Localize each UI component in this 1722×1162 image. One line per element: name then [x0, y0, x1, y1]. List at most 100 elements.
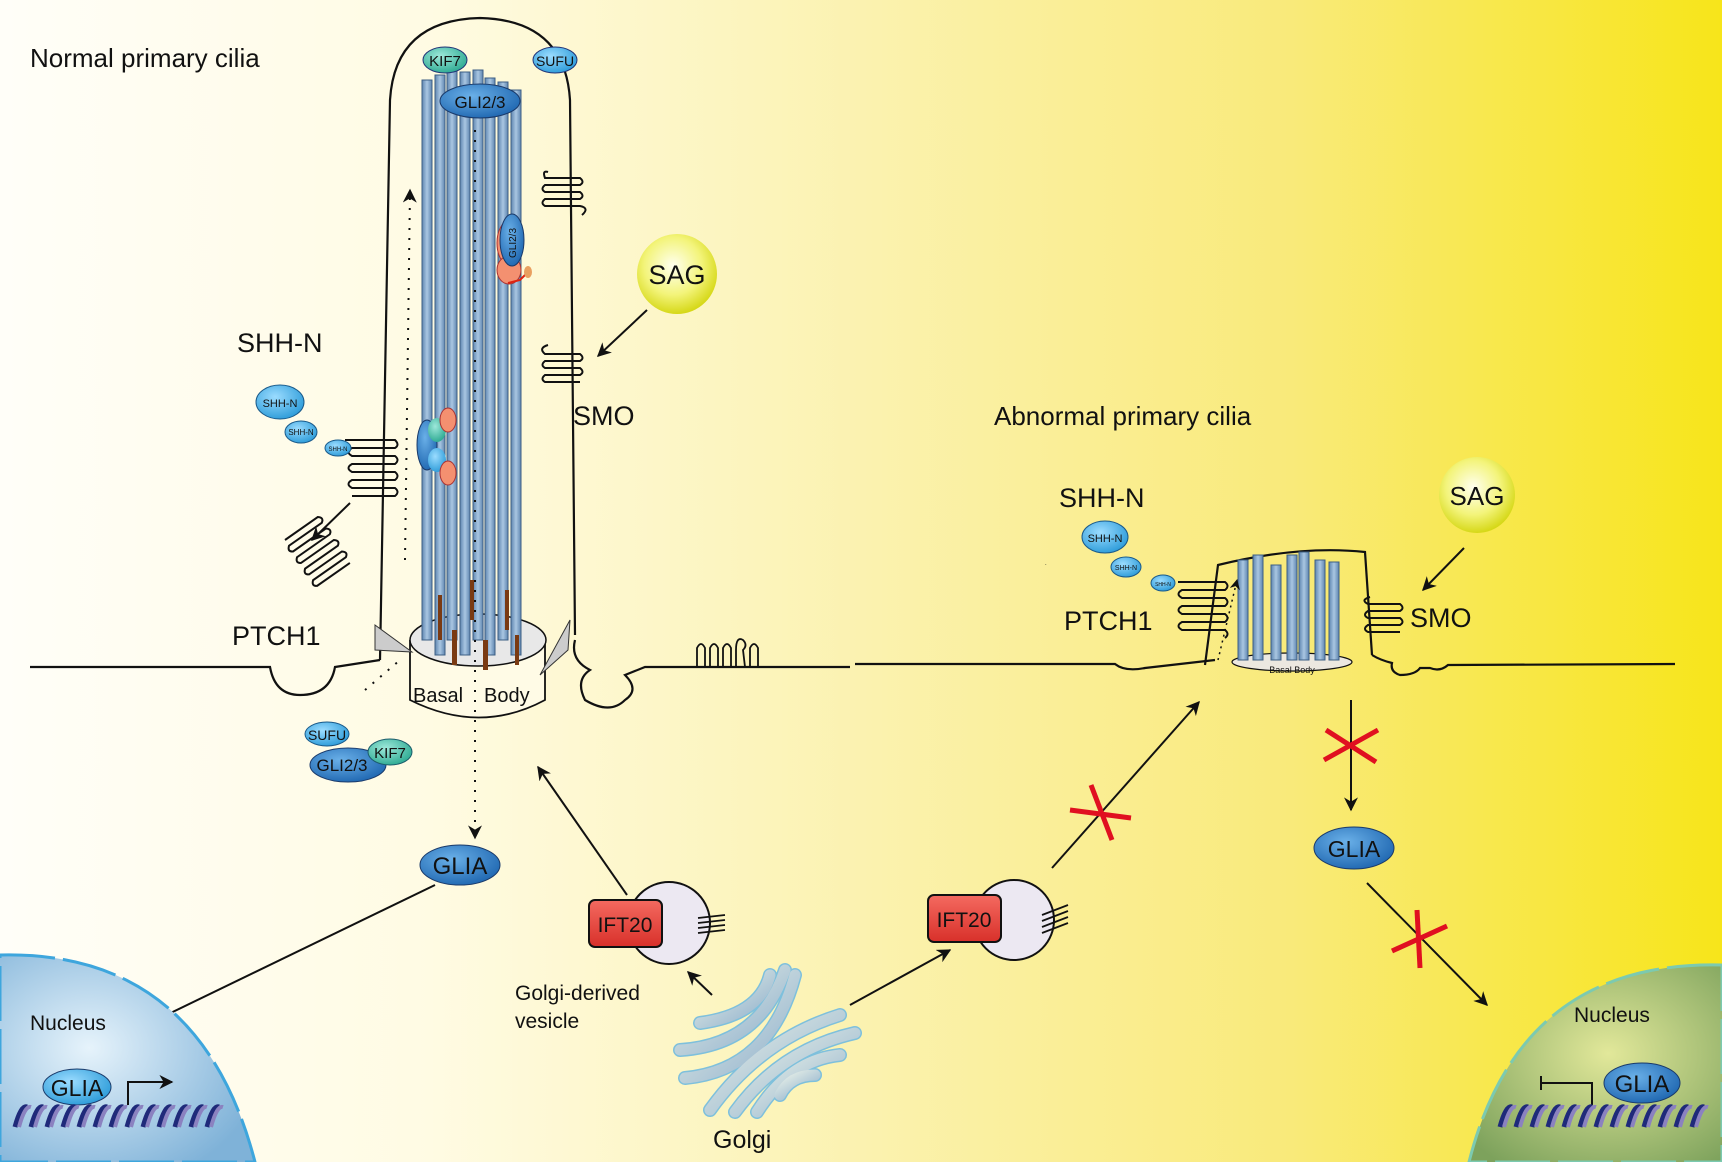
plasma-membrane-left — [30, 658, 381, 697]
smo-label-normal: SMO — [573, 401, 635, 431]
nucleus-label-abnormal: Nucleus — [1574, 1004, 1650, 1027]
basal-body-label-abnormal: Basal Body — [1269, 665, 1315, 675]
shh-n-ligand-medium — [284, 420, 318, 444]
golgi-to-vesicle-arrow-normal — [686, 971, 713, 996]
shh-n-ligand-small-abnormal-label: SHH-N — [1155, 582, 1171, 588]
stray-dot: . — [1045, 561, 1047, 567]
axoneme-microtubules — [421, 69, 522, 656]
golgi-label: Golgi — [713, 1126, 771, 1154]
shh-n-ligand-medium-abnormal — [1110, 556, 1142, 578]
sag-to-smo-arrow-abnormal — [1422, 547, 1465, 592]
transcription-start-arrow — [127, 1075, 174, 1105]
golgi-apparatus — [673, 963, 862, 1119]
microtubule — [1314, 559, 1326, 661]
ptch1-receptor-abnormal — [1177, 581, 1229, 639]
sufu-free — [304, 721, 350, 747]
microtubule — [459, 71, 471, 656]
dna-strand — [113, 1104, 128, 1128]
glia-nuclear-label-abnormal: GLIA — [1615, 1071, 1670, 1098]
dna-strand — [1550, 1104, 1565, 1128]
dotted-basal-link — [364, 659, 401, 691]
glia-to-nucleus-arrow — [150, 884, 436, 1023]
dna-strand — [177, 1104, 192, 1128]
kif7-free — [367, 738, 413, 766]
microtubule — [497, 81, 509, 641]
dna-strand — [1534, 1104, 1549, 1128]
ptch1-label-normal: PTCH1 — [232, 621, 321, 651]
sag-label-normal: SAG — [648, 260, 705, 290]
glia-nuclear-abnormal — [1603, 1062, 1681, 1104]
shh-n-ligand-small — [324, 439, 352, 457]
dna-strand — [65, 1104, 80, 1128]
golgi-vesicle-label-1: Golgi-derived — [515, 982, 640, 1005]
plasma-membrane-abnormal-right — [1371, 654, 1676, 677]
gli23-free-label: GLI2/3 — [316, 756, 367, 775]
anterograde-path — [402, 188, 417, 561]
dna-strand — [161, 1104, 176, 1128]
sufu-tip — [532, 46, 578, 74]
title-abnormal-cilia: Abnormal primary cilia — [994, 401, 1252, 431]
kif7-tip — [422, 46, 468, 74]
microtubule — [510, 89, 522, 656]
dna-strand — [1614, 1104, 1629, 1128]
ptch1-label-abnormal: PTCH1 — [1064, 606, 1153, 636]
kif7-tip-label: KIF7 — [429, 53, 461, 70]
dna-strand — [129, 1104, 144, 1128]
ift20-label-normal: IFT20 — [598, 914, 653, 937]
shh-n-ligand-large-label: SHH-N — [263, 398, 298, 410]
sag-agonist-normal — [637, 234, 717, 314]
dna-strand — [49, 1104, 64, 1128]
microtubule — [1286, 554, 1298, 661]
microtubule — [1237, 559, 1249, 661]
dna-strand — [1646, 1104, 1661, 1128]
dna-strand — [209, 1104, 224, 1128]
microtubule — [446, 69, 458, 641]
vesicle-to-cilium-arrow — [537, 765, 628, 896]
shh-n-ligand-medium-label: SHH-N — [288, 428, 314, 437]
microtubule — [1298, 551, 1310, 661]
ift20-normal — [588, 899, 663, 948]
dna-strand — [1662, 1104, 1677, 1128]
centriole-rods — [438, 580, 519, 670]
shh-n-ligand-large-abnormal-label: SHH-N — [1088, 533, 1123, 545]
dna-helix-abnormal — [1497, 1104, 1709, 1128]
dna-helix-normal — [12, 1104, 224, 1128]
glia-label-abnormal: GLIA — [1328, 836, 1381, 862]
normal-cilium: Basal Body KIF7 SUFU GLI2/3 GLI — [0, 16, 850, 1162]
gli23-motor-label: GLI2/3 — [508, 228, 519, 258]
dna-strand — [1598, 1104, 1613, 1128]
gli23-tip — [439, 83, 521, 119]
block-mark-nucleus — [1390, 909, 1449, 969]
glia-activator-normal — [419, 844, 501, 886]
ptch1-receptor-free — [284, 516, 351, 587]
smo-label-abnormal: SMO — [1410, 603, 1472, 633]
gli23-motor-complex: GLI2/3 — [496, 213, 532, 285]
shh-n-ligand-small-label: SHH-N — [329, 447, 348, 453]
nucleus-abnormal — [1467, 963, 1722, 1162]
smo-receptor-lower — [541, 344, 584, 383]
basal-body-label: Basal — [413, 685, 463, 707]
ptch1-internalization-arrow — [310, 502, 351, 541]
axoneme-microtubules-abnormal — [1237, 551, 1340, 661]
microtubule — [472, 69, 484, 641]
anterograde-path-abnormal — [1217, 578, 1240, 661]
dna-strand — [1630, 1104, 1645, 1128]
vesicle-normal: IFT20 — [588, 881, 726, 965]
shh-n-ligand-small-abnormal — [1150, 574, 1176, 592]
shh-n-ligand-large — [255, 384, 305, 420]
plasma-membrane-right — [572, 639, 850, 709]
membrane-receptor — [696, 638, 759, 668]
sag-agonist-abnormal — [1439, 457, 1515, 533]
glia-to-nucleus-arrow-abnormal — [1366, 882, 1488, 1006]
nucleus-normal — [0, 953, 257, 1162]
dna-strand — [1566, 1104, 1581, 1128]
kif7-sufu-complex — [416, 407, 457, 486]
ift20-label-abnormal: IFT20 — [937, 909, 992, 932]
dna-strand — [145, 1104, 160, 1128]
microtubule — [421, 79, 433, 641]
golgi-vesicle-label-2: vesicle — [515, 1010, 579, 1033]
smo-receptor-abnormal — [1363, 596, 1404, 633]
vesicle-abnormal: IFT20 — [927, 879, 1069, 961]
